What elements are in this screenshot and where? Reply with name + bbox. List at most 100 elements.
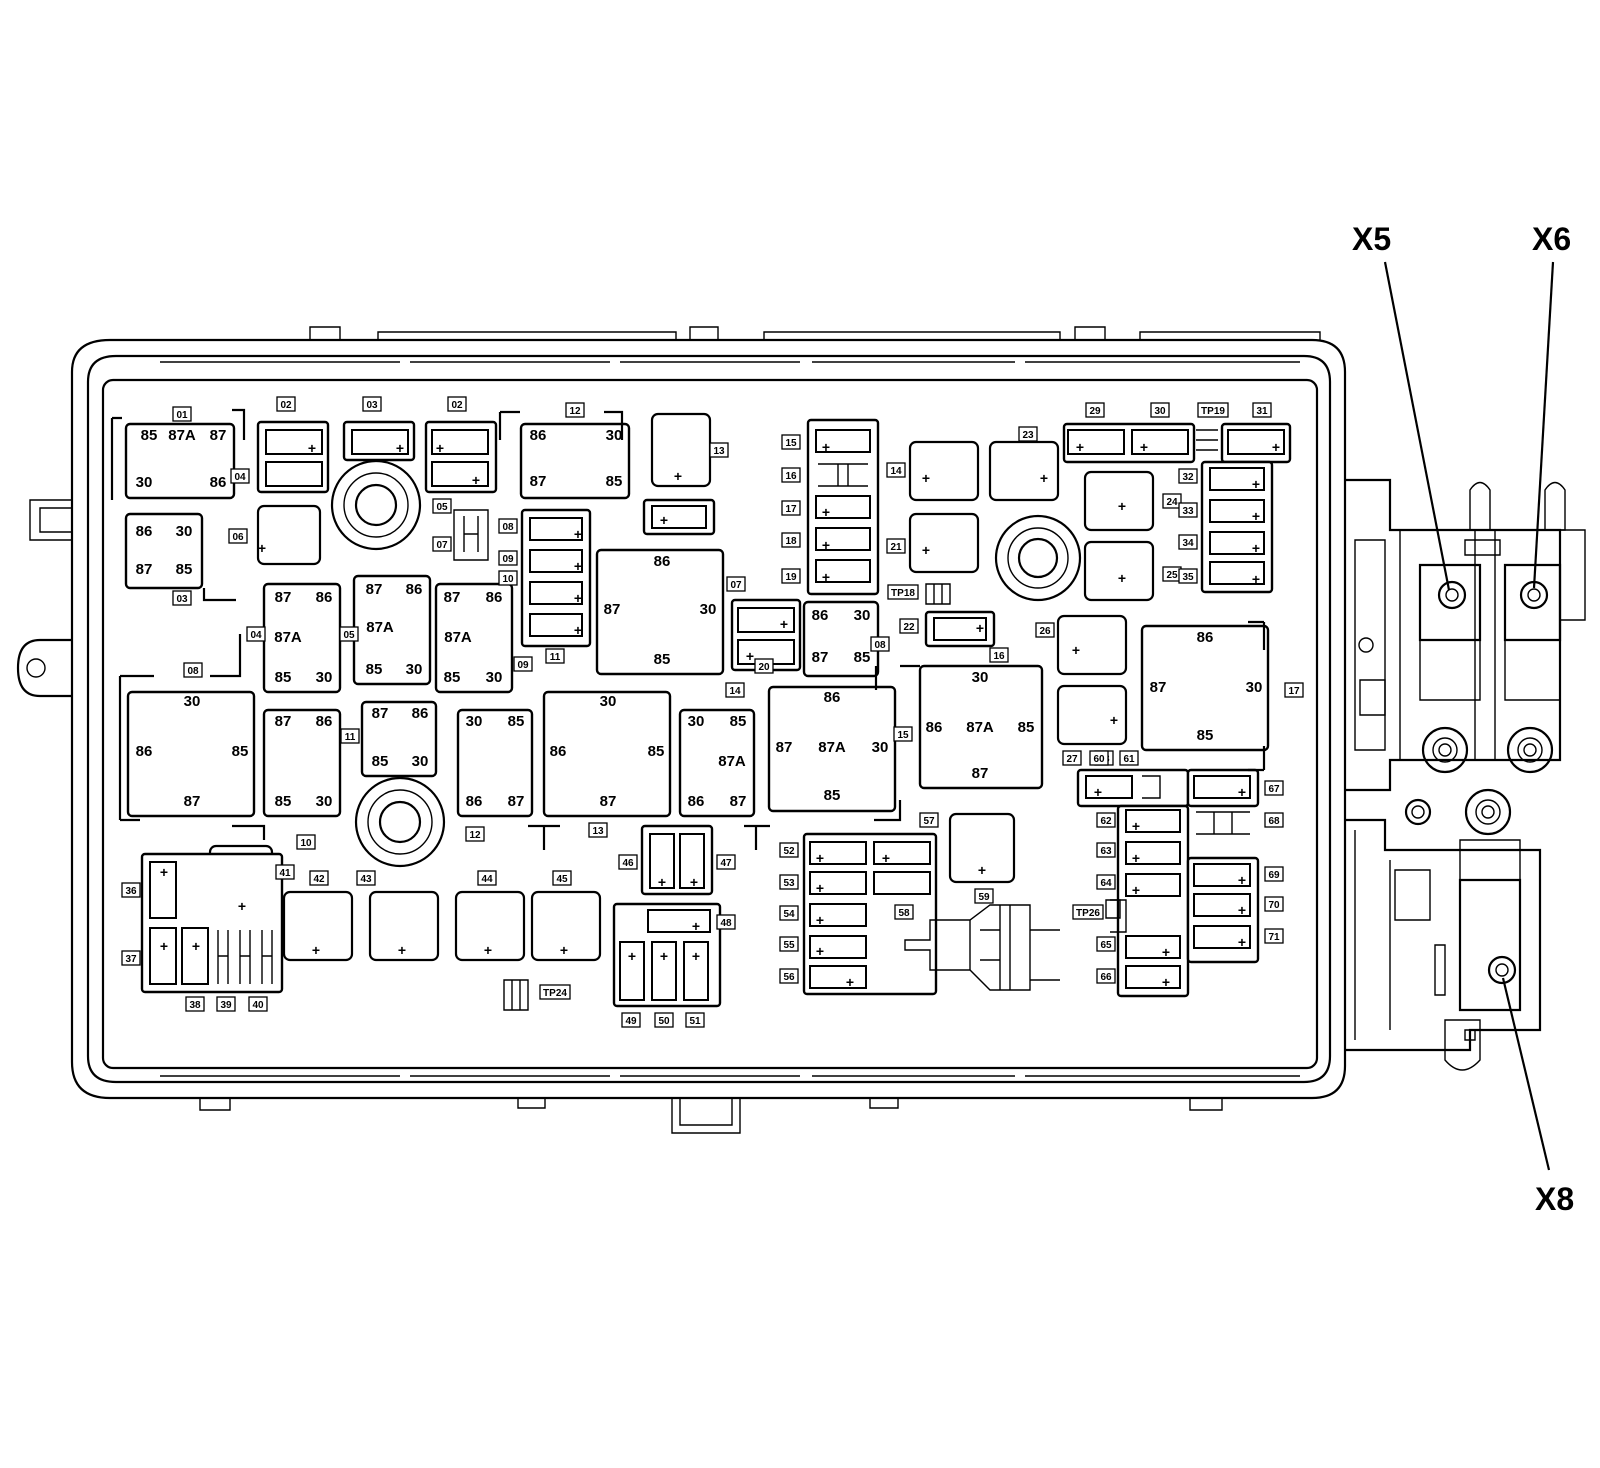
fuse-tag-label: 12 bbox=[469, 830, 481, 841]
fuse-tag-label: 66 bbox=[1100, 972, 1112, 983]
fuse-tag-label: 41 bbox=[279, 868, 291, 879]
fuse-tag: 48 bbox=[716, 914, 736, 930]
fuse-plus-mark: + bbox=[822, 537, 830, 553]
fuse-tag: 60 bbox=[1089, 750, 1109, 766]
fuse-plus-mark: + bbox=[1076, 439, 1084, 455]
fuse-plus-mark: + bbox=[822, 439, 830, 455]
fuse-tag: 07 bbox=[432, 536, 452, 552]
relay-pin-label: 86 bbox=[136, 743, 153, 760]
fuse-tag-label: 47 bbox=[720, 858, 732, 869]
relay-pin-label: 30 bbox=[1246, 679, 1263, 696]
fuse-plus-mark: + bbox=[1162, 974, 1170, 990]
relay-pin-label: 87 bbox=[210, 427, 227, 444]
fuse-plus-mark: + bbox=[574, 526, 582, 542]
fuse-tag: 15 bbox=[893, 726, 913, 742]
fuse-tag-label: 05 bbox=[343, 630, 355, 641]
fuse-plus-mark: + bbox=[822, 569, 830, 585]
fuse-tag: 62 bbox=[1096, 812, 1116, 828]
fuse-tag-label: 14 bbox=[890, 466, 902, 477]
fuse-tag: 53 bbox=[779, 874, 799, 890]
fuse-tag-label: 12 bbox=[569, 406, 581, 417]
relay-pin-label: 87 bbox=[184, 793, 201, 810]
fuse-tag-label: 37 bbox=[125, 954, 137, 965]
fuse-tag: 18 bbox=[781, 532, 801, 548]
fuse-plus-mark: + bbox=[574, 558, 582, 574]
fuse-tag-label: 46 bbox=[622, 858, 634, 869]
relay-pin-label: 86 bbox=[136, 523, 153, 540]
fuse-tag-label: 19 bbox=[785, 572, 797, 583]
housing bbox=[16, 326, 1347, 1134]
fuse-tag: 08 bbox=[498, 518, 518, 534]
fuse-plus-mark: + bbox=[1140, 439, 1148, 455]
fuse-plus-mark: + bbox=[396, 440, 404, 456]
relay-pin-label: 87 bbox=[444, 589, 461, 606]
relay-pin-label: 85 bbox=[1018, 719, 1035, 736]
fuse-tag-label: 02 bbox=[451, 400, 463, 411]
fuse-plus-mark: + bbox=[560, 942, 568, 958]
fuse-tag: 68 bbox=[1264, 812, 1284, 828]
fuse-tag-label: 33 bbox=[1182, 506, 1194, 517]
fuse-tag-label: 17 bbox=[785, 504, 797, 515]
fuse-tag-label: 51 bbox=[689, 1016, 701, 1027]
fuse-tag: 13 bbox=[588, 822, 608, 838]
relay-pin-label: 87 bbox=[275, 713, 292, 730]
fuse-tag: 66 bbox=[1096, 968, 1116, 984]
fuse-tag: 59 bbox=[974, 888, 994, 904]
fuse-tag-label: 09 bbox=[502, 554, 514, 565]
relay-pin-label: 86 bbox=[550, 743, 567, 760]
fuse-tag: 08 bbox=[870, 636, 890, 652]
fuse-tag: 12 bbox=[465, 826, 485, 842]
relay-pin-label: 87A bbox=[366, 619, 394, 636]
relay-pin-label: 30 bbox=[872, 739, 889, 756]
fuse-plus-mark: + bbox=[1272, 439, 1280, 455]
fuse-tag-label: 04 bbox=[234, 472, 246, 483]
fuse-plus-mark: + bbox=[658, 874, 666, 890]
fuse-tag-label: 18 bbox=[785, 536, 797, 547]
fuse-tag-label: 20 bbox=[758, 662, 770, 673]
fuse-plus-mark: + bbox=[1252, 476, 1260, 492]
fuse-tag-label: 11 bbox=[345, 732, 356, 743]
fuse-tag-label: 07 bbox=[730, 580, 742, 591]
fuse-plus-mark: + bbox=[484, 942, 492, 958]
fuse-tag: 41 bbox=[275, 864, 295, 880]
relay-pin-label: 85 bbox=[606, 473, 623, 490]
fuse-plus-mark: + bbox=[312, 942, 320, 958]
fuse-tag-label: 21 bbox=[890, 542, 902, 553]
fuse-tag: 19 bbox=[781, 568, 801, 584]
fuse-tag: 29 bbox=[1085, 402, 1105, 418]
fuse-tag-label: 25 bbox=[1166, 570, 1178, 581]
relay-pin-label: 30 bbox=[176, 523, 193, 540]
relay-pin-label: 87 bbox=[275, 589, 292, 606]
fuse-plus-mark: + bbox=[1238, 872, 1246, 888]
relay-pin-label: 30 bbox=[688, 713, 705, 730]
fuse-plus-mark: + bbox=[1238, 902, 1246, 918]
relay-pin-labels: 85 87A 87 30 86 86 30 87 85 86 30 87 85 87 86 87A 85 30 87… bbox=[136, 427, 1263, 810]
fuse-tag-label: 38 bbox=[189, 1000, 201, 1011]
fuse-tag: 34 bbox=[1178, 534, 1198, 550]
fuse-tag: 26 bbox=[1035, 622, 1055, 638]
fuse-tag: 11 bbox=[545, 648, 565, 664]
relay-pin-label: 87A bbox=[444, 629, 472, 646]
fuse-plus-mark: + bbox=[692, 948, 700, 964]
fuse-tag-label: 64 bbox=[1100, 878, 1112, 889]
fuse-plus-mark: + bbox=[574, 622, 582, 638]
fuse-tag: 69 bbox=[1264, 866, 1284, 882]
relay-pin-label: 85 bbox=[176, 561, 193, 578]
callout-x8: X8 bbox=[1535, 1181, 1574, 1217]
relay-pin-label: 87 bbox=[730, 793, 747, 810]
fuse-tag: 40 bbox=[248, 996, 268, 1012]
fuse-tag: 54 bbox=[779, 905, 799, 921]
fuse-tag: 71 bbox=[1264, 928, 1284, 944]
fuse-plus-mark: + bbox=[816, 850, 824, 866]
relay-pin-label: 86 bbox=[530, 427, 547, 444]
fuse-tag-label: 03 bbox=[366, 400, 378, 411]
fuse-tag-label: 22 bbox=[903, 622, 915, 633]
fuse-tag-label: 30 bbox=[1154, 406, 1166, 417]
fuse-plus-mark: + bbox=[628, 948, 636, 964]
relay-pin-label: 85 bbox=[232, 743, 249, 760]
relay-pin-label: 86 bbox=[926, 719, 943, 736]
fuse-tag: 06 bbox=[228, 528, 248, 544]
fuse-tag-label: 04 bbox=[250, 630, 262, 641]
fuse-tag-label: 23 bbox=[1022, 430, 1034, 441]
